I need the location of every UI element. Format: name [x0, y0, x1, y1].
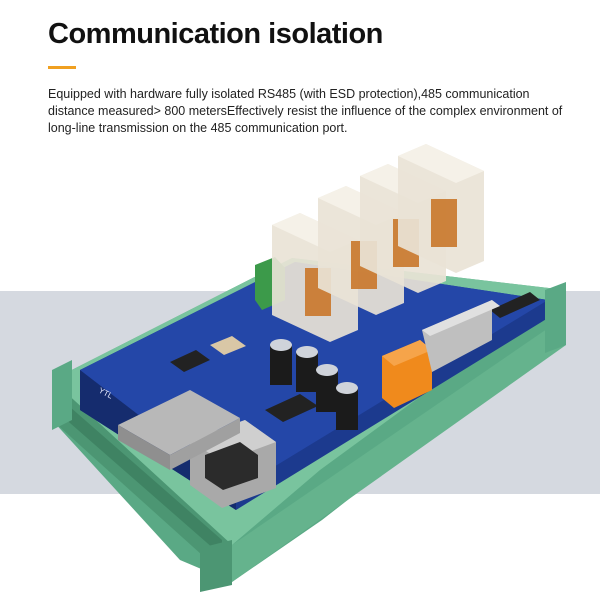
shield-module: [118, 390, 240, 470]
feature-description: Equipped with hardware fully isolated RS…: [48, 87, 563, 135]
page-title: Communication isolation: [48, 18, 383, 50]
capacitors: [270, 339, 358, 430]
relay-board-image: YTL: [52, 144, 566, 592]
relay-4: [398, 144, 484, 273]
ic-chips: [170, 292, 540, 422]
rail-clips: [52, 282, 566, 592]
title-accent-bar: [48, 66, 76, 69]
relays: [272, 144, 484, 342]
